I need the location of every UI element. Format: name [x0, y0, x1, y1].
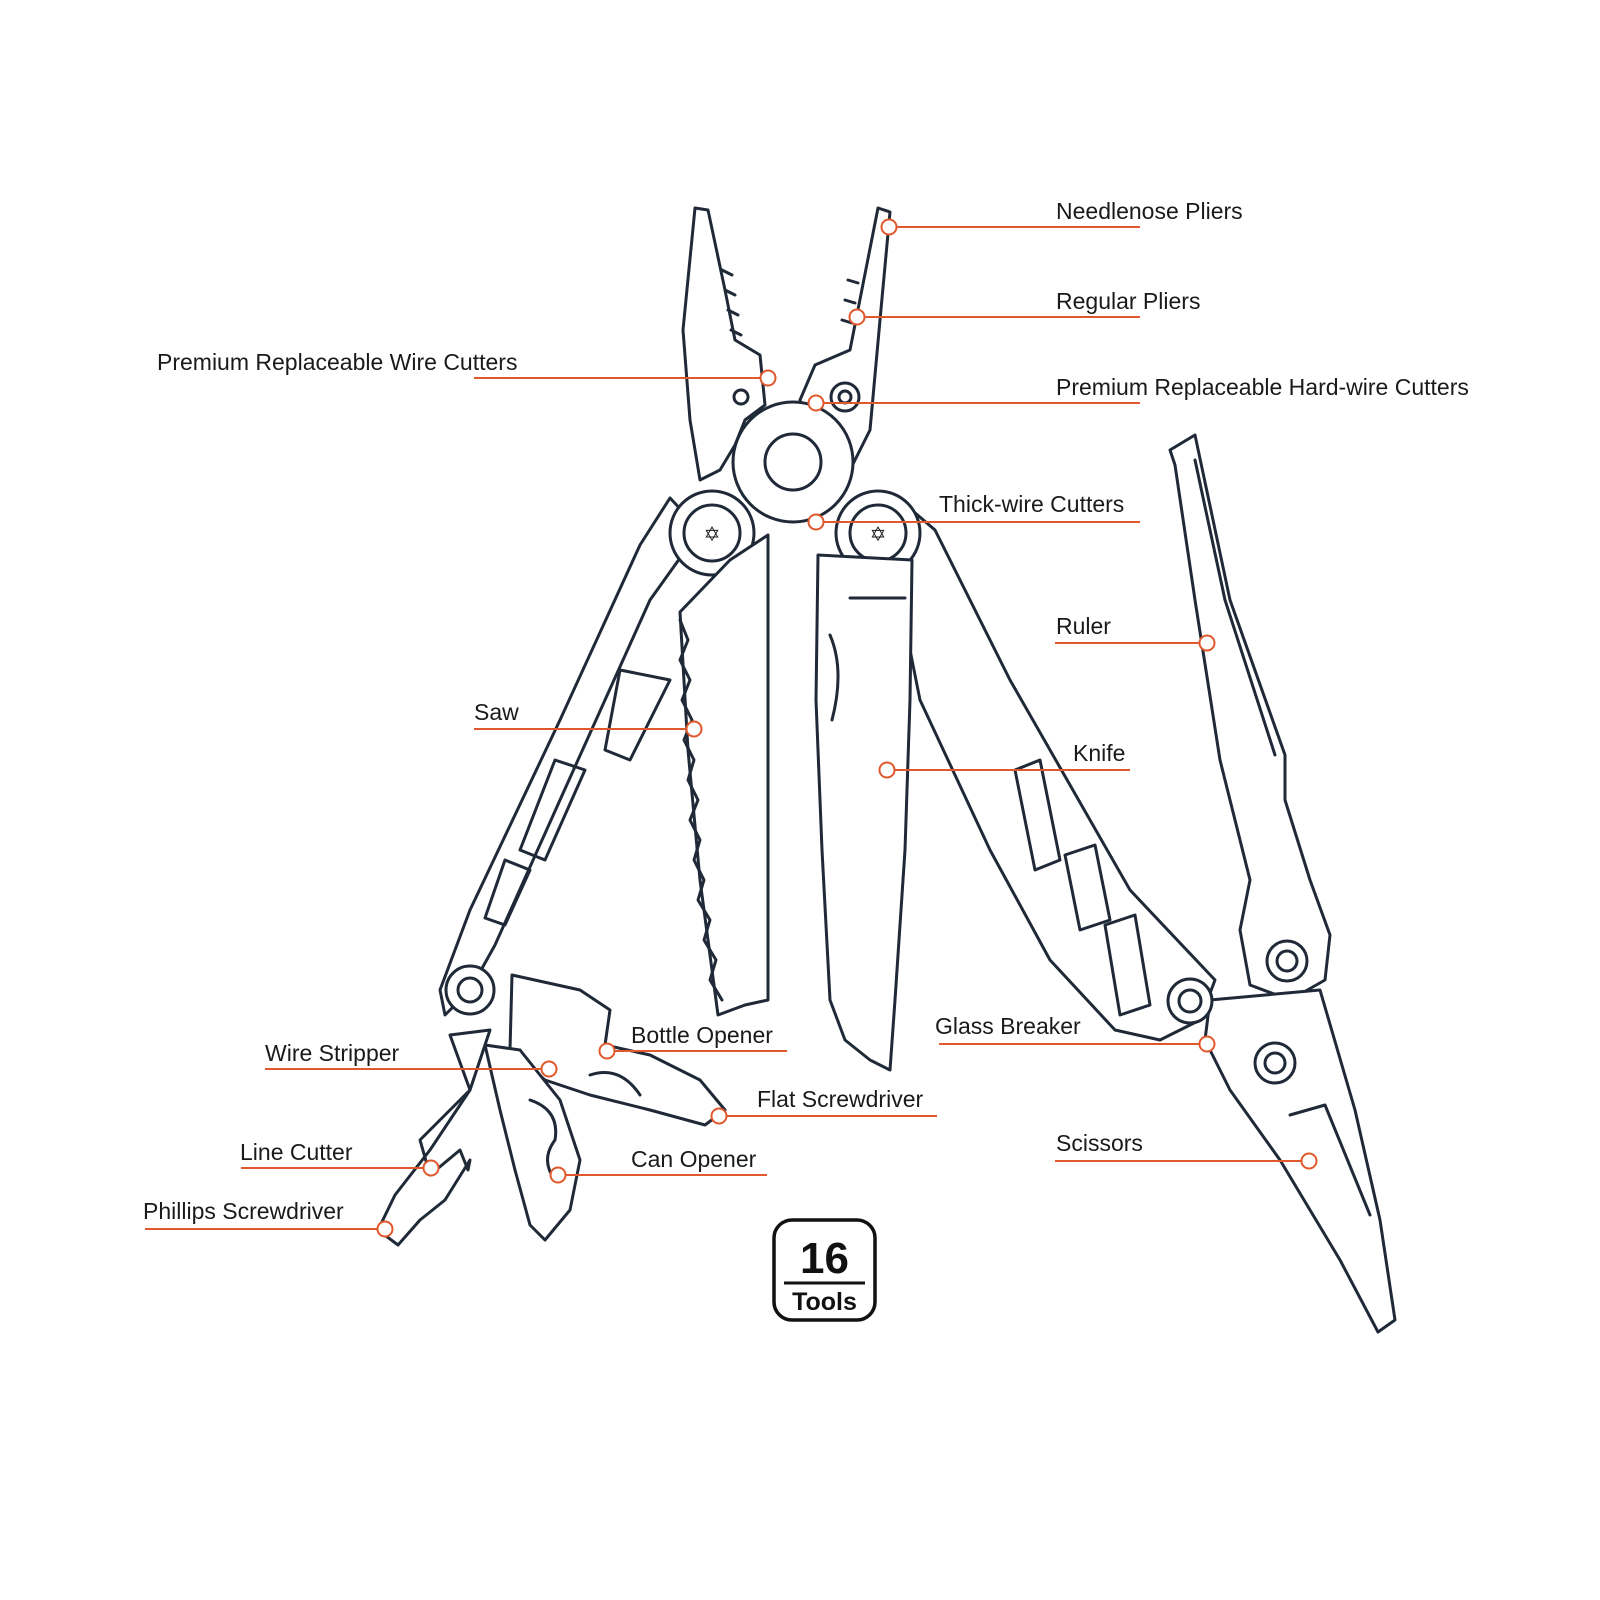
label-scissors: Scissors: [1056, 1130, 1143, 1156]
callout-bottle-opener: Bottle Opener: [598, 1022, 787, 1060]
label-thick-wire-cutters: Thick-wire Cutters: [939, 491, 1124, 517]
label-premium-wire-cutters: Premium Replaceable Wire Cutters: [157, 349, 517, 375]
label-wire-stripper: Wire Stripper: [265, 1040, 400, 1066]
callout-knife: Knife: [878, 740, 1130, 779]
callout-premium-hardwire-cutters: Premium Replaceable Hard-wire Cutters: [807, 374, 1469, 412]
label-flat-screwdriver: Flat Screwdriver: [757, 1086, 923, 1112]
knife-blade: [814, 553, 914, 1072]
label-knife: Knife: [1073, 740, 1125, 766]
svg-text:✡: ✡: [870, 524, 887, 546]
callout-phillips-screwdriver: Phillips Screwdriver: [143, 1198, 394, 1238]
label-glass-breaker: Glass Breaker: [935, 1013, 1081, 1039]
label-bottle-opener: Bottle Opener: [631, 1022, 773, 1048]
badge-label: Tools: [792, 1288, 857, 1316]
label-ruler: Ruler: [1056, 613, 1111, 639]
pliers-jaws: [681, 206, 892, 524]
callout-saw: Saw: [474, 699, 703, 738]
label-saw: Saw: [474, 699, 519, 725]
label-needlenose-pliers: Needlenose Pliers: [1056, 198, 1243, 224]
callout-wire-stripper: Wire Stripper: [265, 1040, 558, 1078]
callout-flat-screwdriver: Flat Screwdriver: [710, 1086, 937, 1125]
left-tool-cluster: [376, 964, 727, 1247]
callout-thick-wire-cutters: Thick-wire Cutters: [807, 491, 1140, 531]
label-premium-hardwire-cutters: Premium Replaceable Hard-wire Cutters: [1056, 374, 1469, 400]
callout-can-opener: Can Opener: [549, 1146, 767, 1184]
callout-scissors: Scissors: [1055, 1130, 1318, 1170]
callout-ruler: Ruler: [1055, 613, 1216, 652]
badge-number: 16: [800, 1234, 849, 1283]
label-phillips-screwdriver: Phillips Screwdriver: [143, 1198, 344, 1224]
label-can-opener: Can Opener: [631, 1146, 757, 1172]
callout-needlenose-pliers: Needlenose Pliers: [880, 198, 1243, 236]
label-regular-pliers: Regular Pliers: [1056, 288, 1200, 314]
saw-blade: [678, 533, 770, 1017]
tools-count-badge: 16 Tools: [772, 1218, 877, 1322]
ruler-and-scissors: [1166, 433, 1397, 1334]
callout-premium-wire-cutters: Premium Replaceable Wire Cutters: [157, 349, 777, 387]
callout-glass-breaker: Glass Breaker: [935, 1013, 1216, 1053]
left-handle: [438, 496, 702, 1017]
svg-text:✡: ✡: [704, 524, 721, 546]
label-line-cutter: Line Cutter: [240, 1139, 353, 1165]
callout-regular-pliers: Regular Pliers: [848, 288, 1200, 326]
callout-line-cutter: Line Cutter: [240, 1139, 440, 1177]
callouts: Needlenose Pliers Regular Pliers Premium…: [143, 198, 1469, 1238]
